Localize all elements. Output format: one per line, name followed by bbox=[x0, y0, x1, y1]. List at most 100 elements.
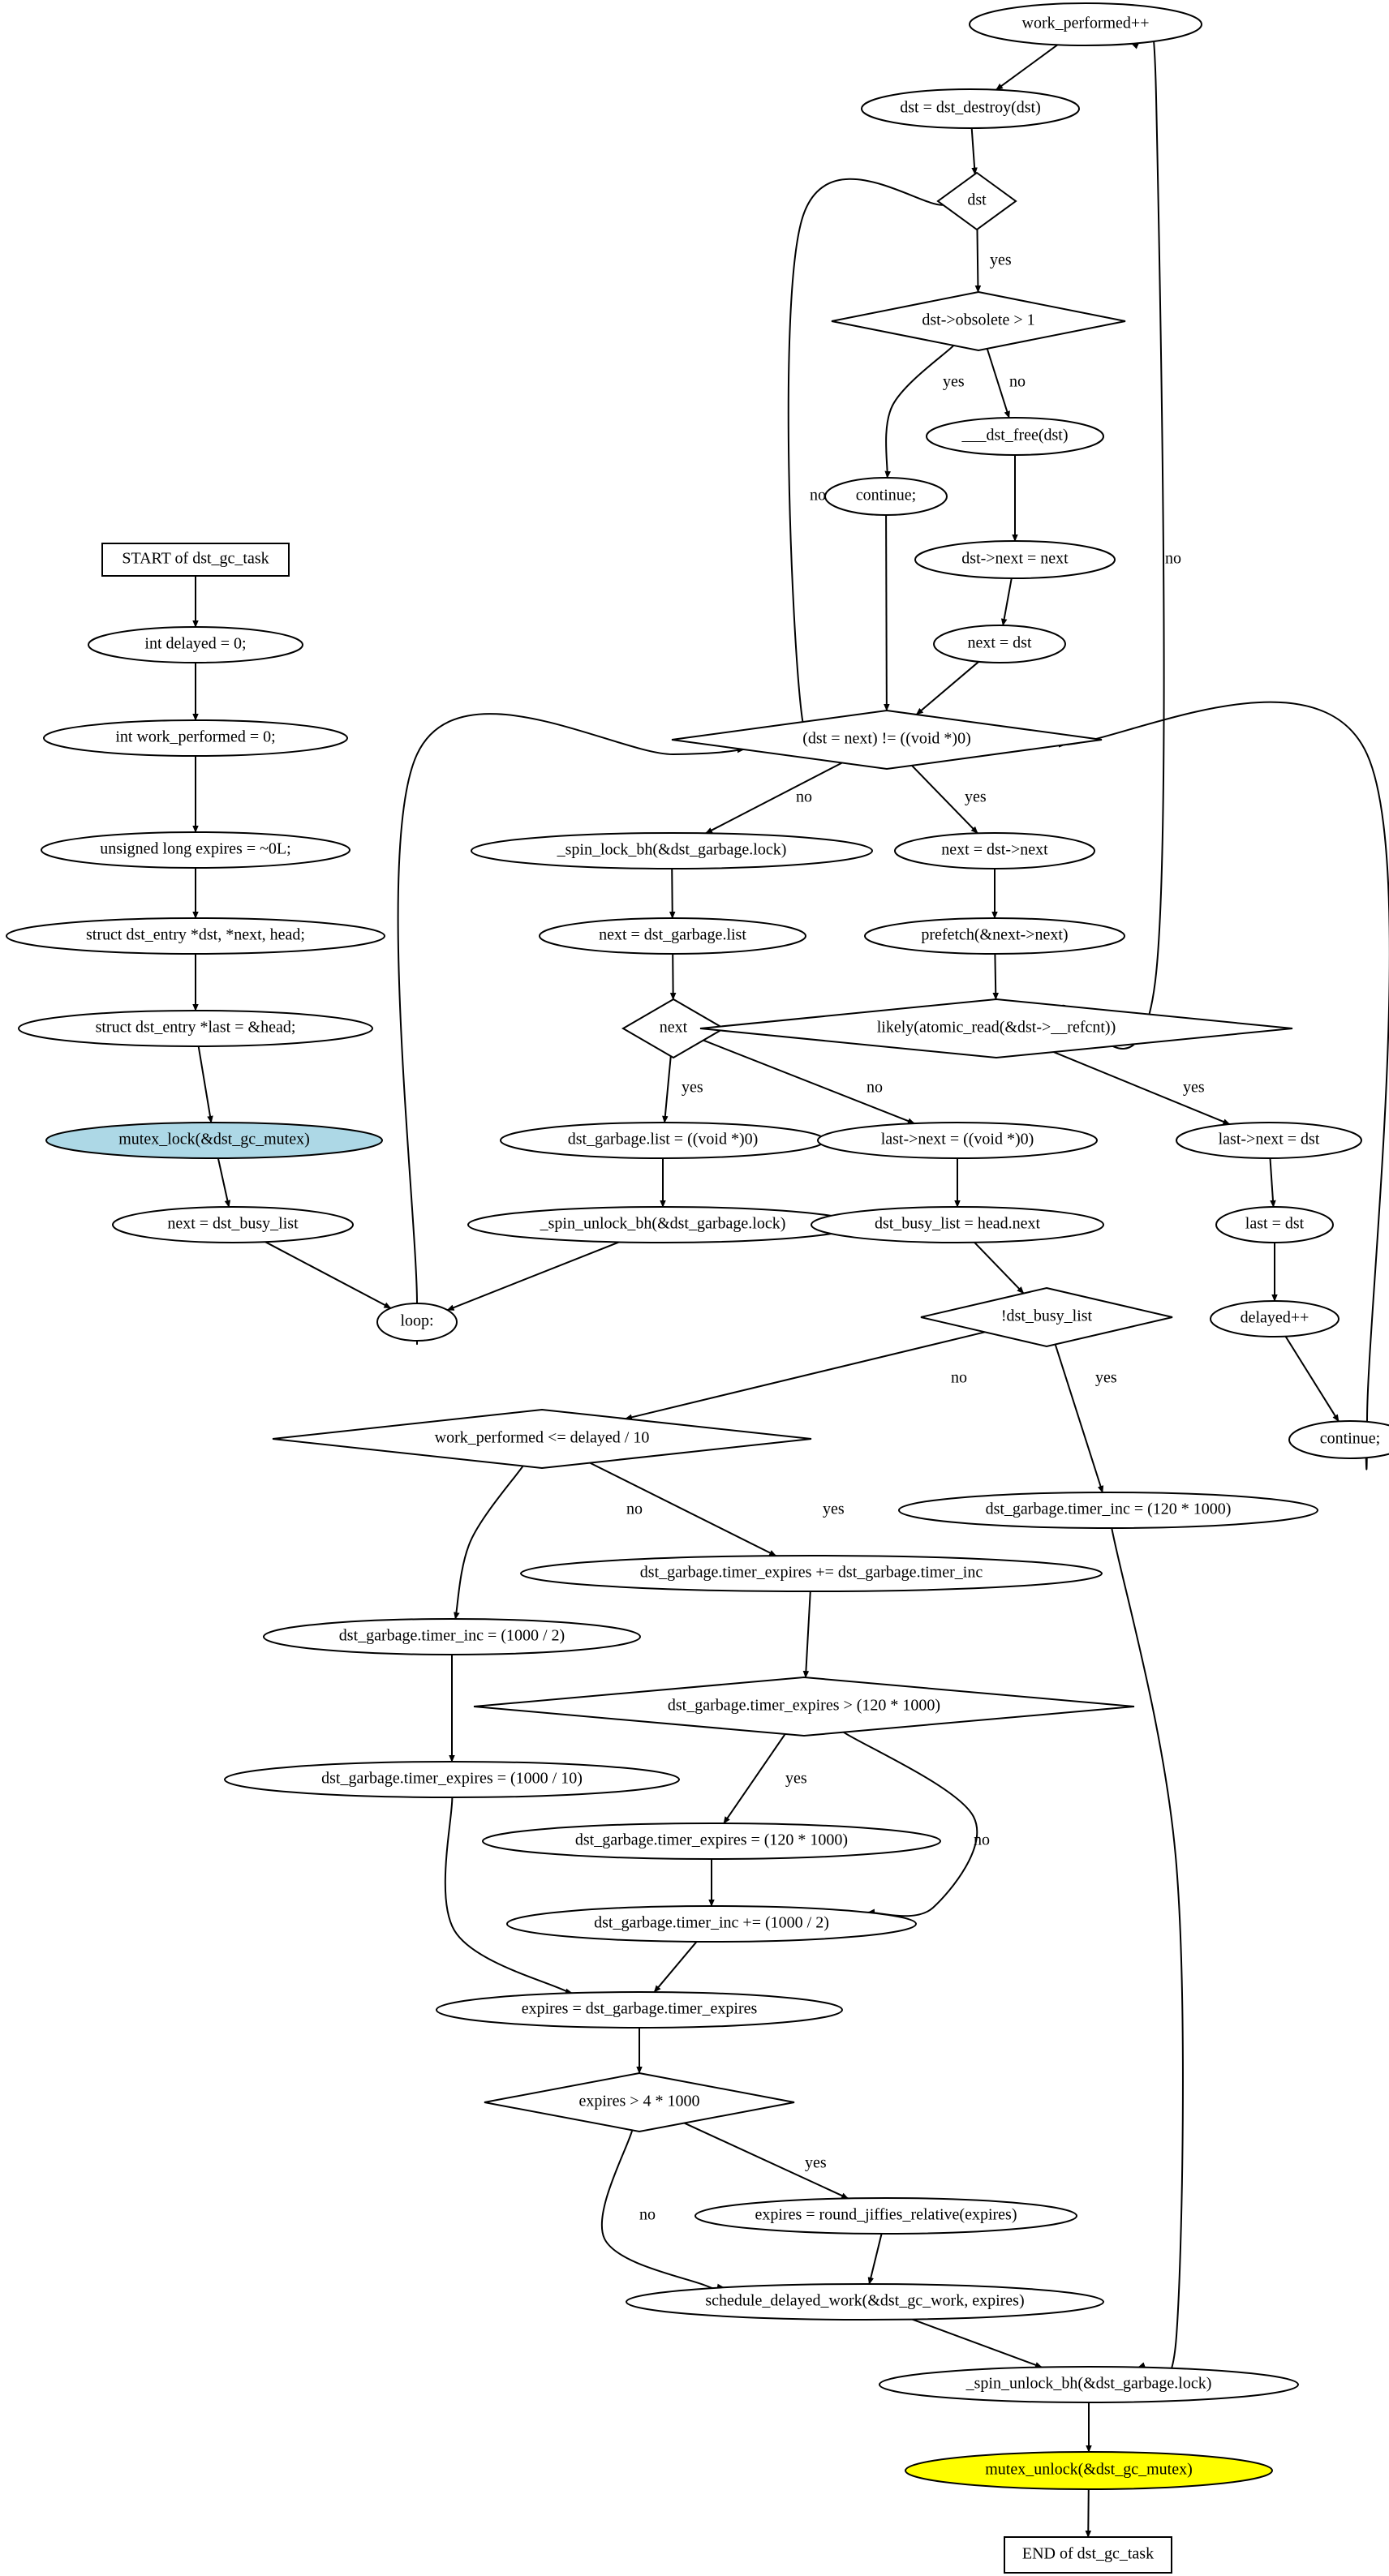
edge-line bbox=[1111, 1527, 1184, 2383]
node-label: loop: bbox=[400, 1312, 433, 1330]
edge-line bbox=[884, 514, 890, 711]
edge-line bbox=[1061, 14, 1165, 1050]
edge-label-yes: yes bbox=[785, 1770, 807, 1788]
edge-label-yes: yes bbox=[823, 1501, 845, 1518]
node-n-spin-lock: _spin_lock_bh(&dst_garbage.lock) bbox=[471, 832, 873, 869]
box-shape bbox=[1004, 2536, 1172, 2574]
edge-d-obsolete-to-n-continue1: yes bbox=[884, 345, 965, 479]
node-label: work_performed <= delayed / 10 bbox=[435, 1429, 650, 1447]
node-n-next-glist: next = dst_garbage.list bbox=[539, 917, 806, 955]
edge-line bbox=[787, 178, 944, 757]
node-n-loop: loop: bbox=[376, 1303, 458, 1342]
node-n-next-busy: next = dst_busy_list bbox=[112, 1206, 354, 1243]
edge-d-while-to-n-next-dstnext: yes bbox=[911, 765, 987, 835]
edge-d-not-busy-to-d-work-le: no bbox=[625, 1331, 986, 1420]
edge-n-destroy-to-d-dst bbox=[970, 127, 978, 175]
ellipse-shape bbox=[1176, 1122, 1362, 1159]
node-n-busy-head: dst_busy_list = head.next bbox=[811, 1206, 1104, 1243]
node-label: ___dst_free(dst) bbox=[961, 427, 1068, 444]
ellipse-shape bbox=[112, 1206, 354, 1243]
edge-label-no: no bbox=[639, 2206, 656, 2224]
node-label: START of dst_gc_task bbox=[122, 550, 269, 568]
ellipse-shape bbox=[811, 1206, 1104, 1243]
node-n-delayed-inc: delayed++ bbox=[1210, 1300, 1340, 1337]
ellipse-shape bbox=[6, 917, 385, 955]
edge-n-round-to-n-schedule bbox=[867, 2233, 883, 2285]
node-n-struct1: struct dst_entry *dst, *next, head; bbox=[6, 917, 385, 955]
edge-n-struct2-to-n-mutex-lock bbox=[197, 1045, 213, 1123]
node-label: next = dst_garbage.list bbox=[599, 926, 746, 944]
node-label: struct dst_entry *dst, *next, head; bbox=[86, 926, 305, 944]
ellipse-shape bbox=[520, 1555, 1103, 1592]
edge-line bbox=[264, 1241, 392, 1309]
edge-n-mutex-unlock-to-end bbox=[1085, 2488, 1092, 2538]
node-label: expires > 4 * 1000 bbox=[578, 2093, 699, 2110]
node-n-mutex-unlock: mutex_unlock(&dst_gc_mutex) bbox=[905, 2451, 1273, 2490]
edge-label-yes: yes bbox=[805, 2154, 827, 2172]
node-label: _spin_unlock_bh(&dst_garbage.lock) bbox=[540, 1215, 786, 1233]
node-n-next-dst: next = dst bbox=[933, 625, 1066, 663]
node-n-next-dstnext: next = dst->next bbox=[894, 832, 1095, 869]
node-label: dst_garbage.timer_inc += (1000 / 2) bbox=[594, 1914, 829, 1932]
node-label: dst = dst_destroy(dst) bbox=[900, 99, 1041, 117]
node-label: delayed++ bbox=[1241, 1309, 1309, 1327]
edge-d-timer-gt-to-n-timer-exp-120: yes bbox=[723, 1733, 807, 1824]
node-label: expires = dst_garbage.timer_expires bbox=[522, 2000, 758, 2018]
edge-line bbox=[843, 1731, 978, 1917]
edge-line bbox=[1053, 1051, 1231, 1126]
edge-d-dst-to-d-while: no bbox=[787, 178, 944, 757]
diamond-shape bbox=[936, 171, 1017, 231]
edge-d-not-busy-to-n-timer-inc-120: yes bbox=[1054, 1344, 1117, 1493]
ellipse-shape bbox=[45, 1122, 383, 1159]
node-label: next bbox=[660, 1019, 688, 1037]
edge-d-dst-to-d-obsolete: yes bbox=[974, 229, 1012, 293]
node-label: int delayed = 0; bbox=[144, 635, 246, 653]
edge-line bbox=[992, 953, 1000, 1000]
edge-n-mutex-lock-to-n-next-busy bbox=[217, 1157, 231, 1208]
edge-line bbox=[1085, 2488, 1092, 2538]
edge-n-schedule-to-n-spin-unlock2 bbox=[912, 2318, 1043, 2368]
edge-line bbox=[1284, 1336, 1340, 1423]
edge-d-while-to-n-spin-lock: no bbox=[705, 762, 843, 835]
ellipse-shape bbox=[969, 2, 1202, 46]
ellipse-shape bbox=[471, 832, 873, 869]
node-d-obsolete: dst->obsolete > 1 bbox=[831, 290, 1126, 352]
edge-line bbox=[970, 127, 978, 175]
edge-label-yes: yes bbox=[990, 251, 1012, 269]
node-label: _spin_unlock_bh(&dst_garbage.lock) bbox=[965, 2375, 1212, 2393]
edge-line bbox=[446, 1241, 620, 1312]
edge-line bbox=[197, 1045, 213, 1123]
node-label: last = dst bbox=[1245, 1215, 1305, 1233]
edge-n-prefetch-to-d-likely bbox=[992, 953, 1000, 1000]
node-label: struct dst_entry *last = &head; bbox=[96, 1019, 296, 1037]
edge-n-spin-lock-to-n-next-glist bbox=[669, 868, 676, 919]
node-label: next = dst bbox=[967, 634, 1031, 652]
ellipse-shape bbox=[482, 1823, 941, 1860]
node-d-work-le: work_performed <= delayed / 10 bbox=[272, 1408, 812, 1470]
node-label: dst_garbage.timer_inc = (1000 / 2) bbox=[339, 1627, 565, 1645]
node-label: last->next = ((void *)0) bbox=[881, 1131, 1034, 1148]
edge-label-no: no bbox=[810, 487, 826, 504]
edge-n-delayed-inc-to-n-continue2 bbox=[1284, 1336, 1340, 1423]
node-n-last-next-dst: last->next = dst bbox=[1176, 1122, 1362, 1159]
node-n-mutex-lock: mutex_lock(&dst_gc_mutex) bbox=[45, 1122, 383, 1159]
node-label: _spin_lock_bh(&dst_garbage.lock) bbox=[557, 841, 787, 859]
edge-line bbox=[867, 2233, 883, 2285]
edge-label-no: no bbox=[1165, 550, 1181, 568]
node-n-last-next-null: last->next = ((void *)0) bbox=[817, 1122, 1098, 1159]
node-end: END of dst_gc_task bbox=[1004, 2536, 1172, 2574]
edge-n-dst-next-to-n-next-dst bbox=[1000, 577, 1013, 626]
node-label: dst->obsolete > 1 bbox=[922, 311, 1034, 329]
ellipse-shape bbox=[43, 719, 348, 757]
edge-d-likely-to-n-work-inc: no bbox=[1061, 14, 1181, 1050]
edge-line bbox=[996, 44, 1059, 91]
node-label: next = dst->next bbox=[941, 841, 1048, 859]
node-n-expires-set: expires = dst_garbage.timer_expires bbox=[436, 1991, 843, 2029]
node-label: dst_garbage.timer_inc = (120 * 1000) bbox=[986, 1501, 1232, 1518]
edge-n-last-next-dst-to-n-last-dst bbox=[1269, 1157, 1276, 1208]
node-label: !dst_busy_list bbox=[1001, 1307, 1093, 1325]
ellipse-shape bbox=[817, 1122, 1098, 1159]
ellipse-shape bbox=[224, 1761, 680, 1798]
ellipse-shape bbox=[436, 1991, 843, 2029]
